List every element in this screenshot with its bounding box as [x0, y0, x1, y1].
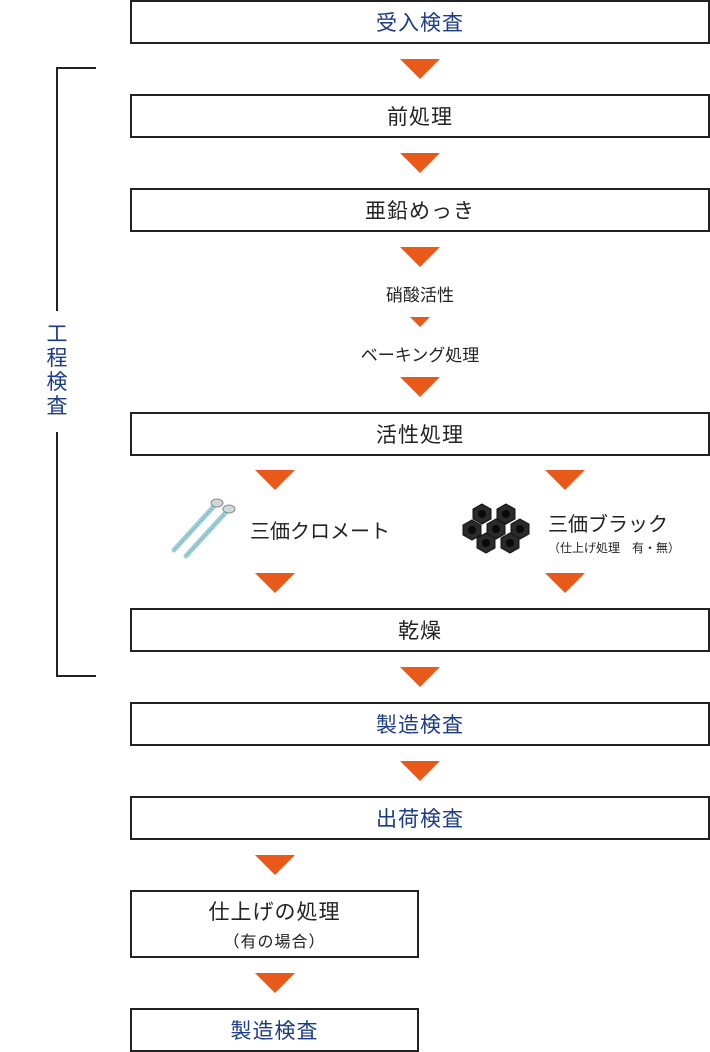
drying-step: 乾燥 — [130, 608, 710, 652]
activation-step: 活性処理 — [130, 412, 710, 456]
black-nuts-image — [462, 503, 530, 554]
down-arrow — [400, 761, 440, 781]
label-char: 査 — [46, 394, 68, 418]
step-label: 活性処理 — [376, 423, 464, 447]
step-label: 前処理 — [387, 105, 453, 129]
bracket-line — [56, 432, 58, 677]
receiving-inspection-step: 受入検査 — [130, 0, 710, 44]
option-note: （仕上げ処理 有・無） — [548, 541, 681, 555]
down-arrow — [400, 59, 440, 79]
label-char: 検 — [46, 370, 68, 394]
trivalent-black-option: 三価ブラック （仕上げ処理 有・無） — [548, 508, 680, 556]
process-inspection-label: 工 程 検 査 — [44, 322, 70, 418]
down-arrow — [545, 470, 585, 490]
down-arrow — [255, 855, 295, 875]
down-arrow — [255, 470, 295, 490]
manufacturing-inspection-step: 製造検査 — [130, 702, 710, 746]
manufacturing-inspection-final-step: 製造検査 — [130, 1008, 419, 1052]
option-label: 三価ブラック — [548, 512, 668, 536]
down-arrow — [400, 377, 440, 397]
step-label: 受入検査 — [376, 11, 464, 35]
screws-image — [171, 498, 236, 559]
shipping-inspection-step: 出荷検査 — [130, 796, 710, 840]
down-arrow — [255, 973, 295, 993]
step-note: （有の場合） — [223, 932, 326, 951]
step-label: 仕上げの処理 — [208, 900, 341, 924]
baking-step: ベーキング処理 — [360, 346, 480, 366]
down-arrow-small — [410, 317, 430, 327]
label-char: 程 — [46, 346, 68, 370]
trivalent-chromate-option: 三価クロメート — [250, 519, 390, 543]
down-arrow — [400, 247, 440, 267]
finishing-step: 仕上げの処理 （有の場合） — [130, 890, 419, 958]
pretreatment-step: 前処理 — [130, 94, 710, 138]
step-label: 乾燥 — [398, 619, 442, 643]
step-label: 製造検査 — [230, 1019, 319, 1043]
zinc-plating-step: 亜鉛めっき — [130, 188, 710, 232]
nitric-activation-step: 硝酸活性 — [386, 286, 454, 306]
step-label: 製造検査 — [376, 713, 464, 737]
bracket-line — [56, 67, 96, 69]
step-label: 亜鉛めっき — [365, 199, 475, 223]
label-char: 工 — [46, 322, 68, 346]
down-arrow — [255, 573, 295, 593]
down-arrow — [400, 667, 440, 687]
down-arrow — [400, 153, 440, 173]
bracket-line — [56, 675, 96, 677]
down-arrow — [545, 573, 585, 593]
step-label: 出荷検査 — [376, 807, 464, 831]
bracket-line — [56, 67, 58, 311]
